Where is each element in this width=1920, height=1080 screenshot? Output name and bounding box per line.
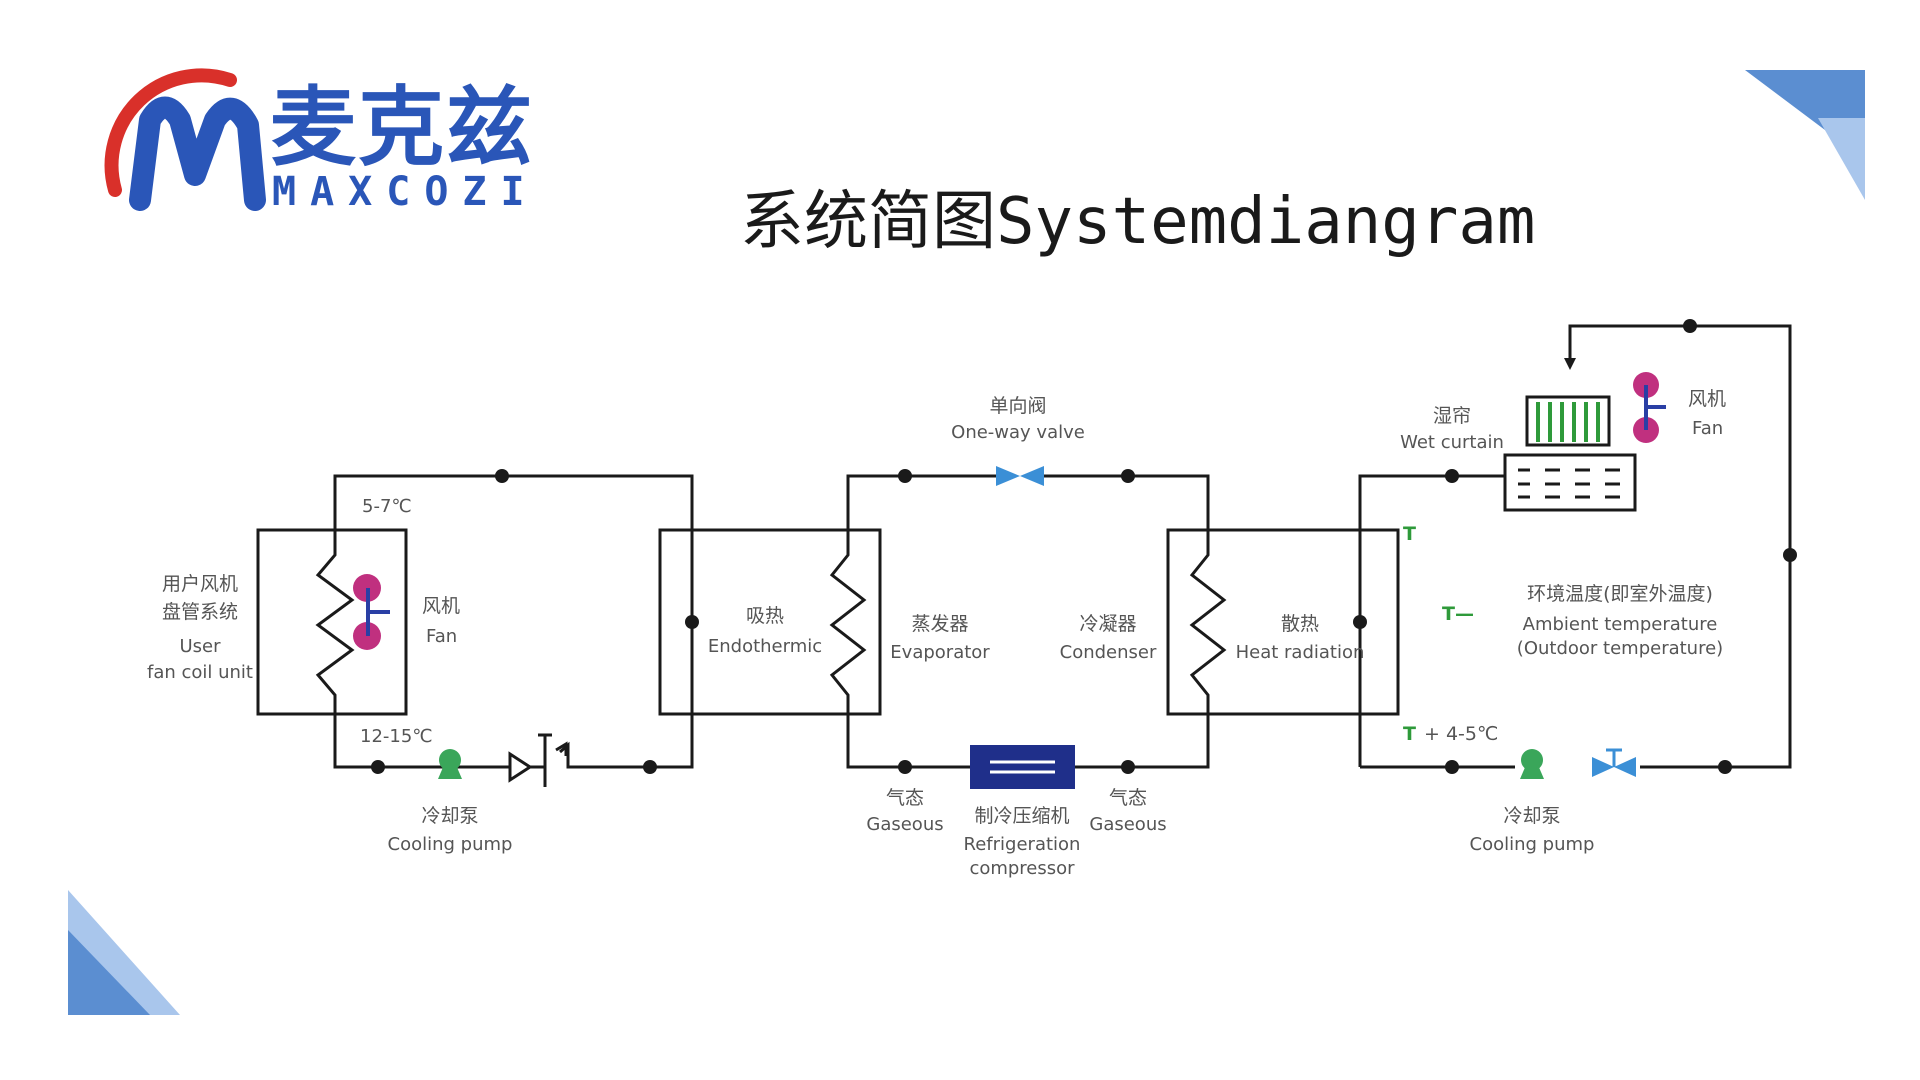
heat-radiation-label-cn: 散热 <box>1281 613 1319 635</box>
refrigeration-compressor-icon <box>970 745 1075 789</box>
pipe-junction <box>495 469 509 483</box>
pipe-junction <box>1445 760 1459 774</box>
condenser-label-cn: 冷凝器 <box>1079 613 1136 635</box>
ambient-label-cn: 环境温度(即室外温度) <box>1527 583 1713 605</box>
evaporator-outlet-pipe <box>846 714 970 769</box>
page-title: 系统简图Systemdiangram <box>740 185 1536 259</box>
one-way-valve-label-cn: 单向阀 <box>989 395 1046 417</box>
one-way-valve-icon <box>996 466 1044 486</box>
tower-fan-label-cn: 风机 <box>1688 388 1726 410</box>
pipe-junction <box>898 760 912 774</box>
evaporator-label-cn: 蒸发器 <box>911 613 968 635</box>
corner-triangle-bottom-left-dark <box>68 930 150 1015</box>
user-fan-coil-loop <box>256 469 694 774</box>
pipe-junction <box>1445 469 1459 483</box>
supply-temp-label: 5-7℃ <box>362 496 412 517</box>
pipe-junction <box>1783 548 1797 562</box>
condenser-label-en: Condenser <box>1060 642 1157 663</box>
pipe-junction <box>1718 760 1732 774</box>
wet-curtain-icon <box>1503 395 1637 512</box>
logo-name-cn: 麦克兹 <box>270 78 534 178</box>
user-fan-label-en: Fan <box>426 626 457 647</box>
condenser-box <box>1166 528 1400 716</box>
refrigerant-loop <box>658 469 1400 774</box>
return-temp-label: 12-15℃ <box>360 726 433 747</box>
right-valve-icon <box>1592 748 1636 777</box>
wet-curtain-label-en: Wet curtain <box>1400 432 1504 453</box>
cooling-pump-right-label-cn: 冷却泵 <box>1503 805 1560 827</box>
tower-fan-icon <box>1633 372 1666 443</box>
user-fan-label-cn: 风机 <box>422 595 460 617</box>
user-unit-box <box>256 528 408 716</box>
evaporator-inlet-pipe <box>846 474 1000 530</box>
ambient-label-en-2: (Outdoor temperature) <box>1517 638 1723 659</box>
logo-name-en: MAXCOZI <box>272 169 539 215</box>
pipe-junction <box>1121 760 1135 774</box>
tower-flow-arrow <box>1564 358 1576 370</box>
pipe-junction <box>371 760 385 774</box>
user-unit-label-en-2: fan coil unit <box>147 662 253 683</box>
user-loop-pipe <box>333 474 694 769</box>
ambient-label-en-1: Ambient temperature <box>1523 614 1718 635</box>
endothermic-label-en: Endothermic <box>708 636 822 657</box>
logo-emblem <box>104 68 266 211</box>
compressor-label-en-1: Refrigeration <box>964 834 1081 855</box>
cooling-pump-left-label-en: Cooling pump <box>388 834 513 855</box>
cooling-pump-left-icon <box>438 749 462 779</box>
user-unit-label-en-1: User <box>179 636 221 657</box>
company-logo: 麦克兹 MAXCOZI <box>0 0 620 240</box>
gaseous-right-label-cn: 气态 <box>1109 787 1147 809</box>
endothermic-label-cn: 吸热 <box>746 605 784 627</box>
user-unit-label-cn-1: 用户风机 <box>162 573 238 595</box>
cooling-tower-loop <box>1353 319 1797 774</box>
compressor-label-en-2: compressor <box>969 858 1075 879</box>
corner-triangle-top-right-light <box>1818 118 1865 200</box>
compressor-label-cn: 制冷压缩机 <box>974 805 1069 827</box>
user-fan-icon <box>353 574 390 650</box>
condenser-outlet-pipe <box>1040 474 1210 530</box>
sensor-bottom-label: T <box>1403 723 1416 745</box>
gaseous-left-label-en: Gaseous <box>866 814 943 835</box>
wet-curtain-label-cn: 湿帘 <box>1433 405 1471 427</box>
one-way-valve-label-en: One-way valve <box>951 422 1085 443</box>
check-valve-left-icon <box>508 733 650 787</box>
pipe-junction <box>1353 615 1367 629</box>
ambient-symbol: T— <box>1442 603 1474 625</box>
condenser-inlet-pipe <box>1075 714 1210 769</box>
gaseous-left-label-cn: 气态 <box>886 787 924 809</box>
user-unit-label-cn-2: 盘管系统 <box>162 601 238 623</box>
sensor-top-label: T <box>1403 523 1416 545</box>
pipe-junction <box>1683 319 1697 333</box>
cooling-pump-left-label-cn: 冷却泵 <box>421 805 478 827</box>
cooling-pump-right-icon <box>1520 749 1544 779</box>
sensor-bottom-note: + 4-5℃ <box>1424 723 1498 745</box>
pipe-junction <box>898 469 912 483</box>
tower-outer-pipe <box>1568 324 1792 769</box>
condenser-coil <box>1189 530 1227 714</box>
cooling-pump-right-label-en: Cooling pump <box>1470 834 1595 855</box>
pipe-junction <box>1121 469 1135 483</box>
pipe-junction <box>685 615 699 629</box>
evaporator-coil <box>829 530 867 714</box>
heat-radiation-label-en: Heat radiation <box>1236 642 1365 663</box>
evaporator-box <box>658 528 882 716</box>
evaporator-label-en: Evaporator <box>890 642 990 663</box>
gaseous-right-label-en: Gaseous <box>1089 814 1166 835</box>
tower-fan-label-en: Fan <box>1692 418 1723 439</box>
user-coil <box>315 530 355 714</box>
